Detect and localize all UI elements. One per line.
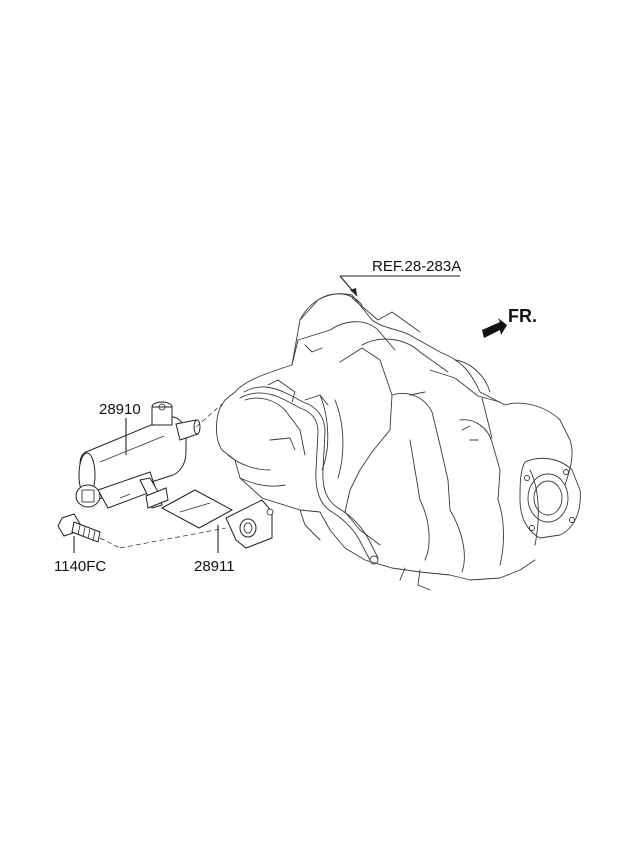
bracket-28911-illustration [160,489,274,549]
ref-label: REF.28-283A [372,258,461,275]
bolt-1140fc-illustration [57,513,101,543]
ref-leader-arrowhead [350,288,357,296]
bolt-dashline-2 [119,527,227,549]
front-arrow-icon [482,318,507,338]
pump-outlet-dashline [195,403,223,428]
bolt-dashline-1 [99,537,121,549]
part-label-28911: 28911 [194,558,235,575]
part-label-28910: 28910 [99,401,141,418]
engine-assembly-illustration [216,293,581,591]
part-label-1140fc: 1140FC [54,558,106,575]
front-label: FR. [508,306,537,326]
pump-28910-illustration [75,401,201,509]
